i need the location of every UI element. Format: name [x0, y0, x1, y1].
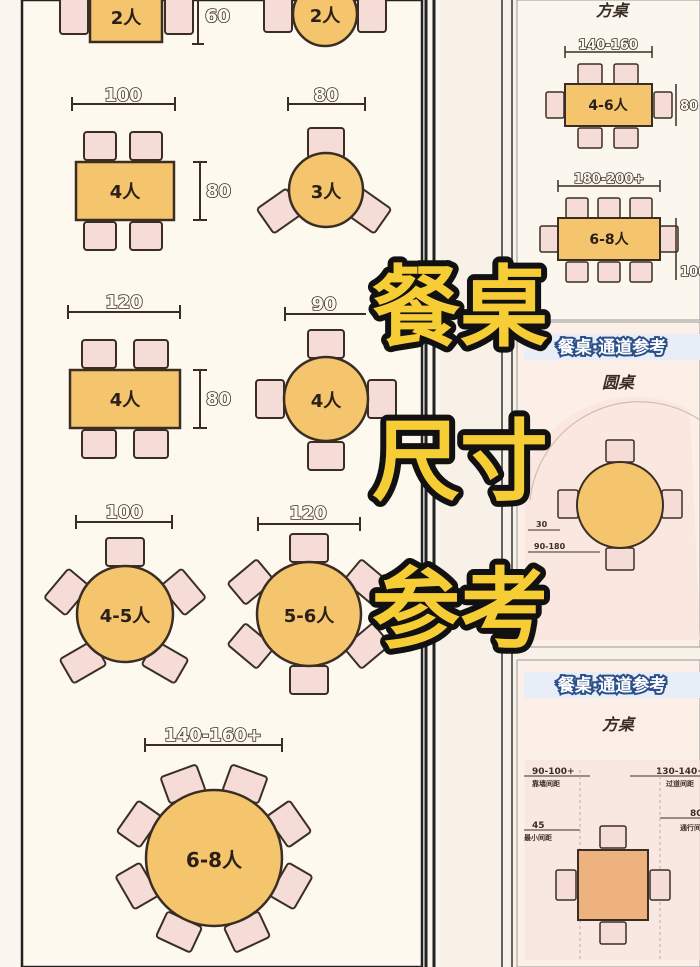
dim-100-square: 100: [675, 218, 700, 281]
svg-text:过道间距: 过道间距: [666, 779, 694, 788]
rect-table-2-person: 2人: [59, 0, 194, 44]
square-plan-dims: 90-100+ 靠墙间距 130-140+ 过道间距 45 最小间距 80 通行…: [524, 767, 700, 960]
svg-text:130-140+: 130-140+: [656, 767, 700, 777]
overlay-title-line2: 尺寸: [372, 410, 548, 513]
overlay-title: 餐桌 尺寸 参考: [366, 250, 554, 667]
square-table-4-6-person: 4-6人: [545, 63, 673, 149]
dim-100: 100: [71, 84, 176, 111]
dim-80-a: 80: [193, 161, 232, 221]
round-table-6-8-person: 6-8人: [115, 764, 313, 953]
svg-text:80: 80: [206, 389, 231, 410]
banner-passage-reference-2: 餐桌·通道参考: [558, 675, 666, 696]
dim-140-160: 140-160+: [144, 724, 283, 752]
round-title: 圆桌: [602, 373, 636, 392]
svg-text:80: 80: [680, 99, 698, 114]
svg-text:80: 80: [313, 85, 338, 106]
svg-text:80: 80: [206, 181, 231, 202]
svg-text:140-160+: 140-160+: [164, 725, 262, 746]
dim-80-round: 80: [287, 84, 366, 111]
dim-120: 120: [67, 291, 181, 319]
svg-text:60: 60: [205, 6, 230, 27]
svg-text:100: 100: [680, 265, 700, 280]
svg-text:4-6人: 4-6人: [588, 97, 628, 114]
overlay-title-line1: 餐桌: [372, 256, 548, 359]
svg-text:靠墙间距: 靠墙间距: [532, 779, 560, 788]
rect-2-label: 2人: [111, 8, 143, 29]
svg-text:4人: 4人: [110, 390, 142, 411]
svg-text:30: 30: [536, 520, 548, 529]
square-plan-table: [555, 825, 671, 945]
round-table-3-person: 3人: [256, 127, 392, 234]
dim-120-round: 120: [257, 502, 361, 531]
round-table-4-5-person: 4-5人: [44, 537, 206, 684]
svg-text:最小间距: 最小间距: [524, 833, 552, 842]
svg-text:4-5人: 4-5人: [100, 606, 152, 627]
round-plan-table: [557, 439, 683, 571]
overlay-title-line3: 参考: [372, 558, 548, 661]
dim-80-square: 80: [675, 84, 699, 126]
dim-140-160-square: 140-160: [564, 37, 653, 58]
dim-90: 90: [284, 293, 366, 321]
svg-text:90-180: 90-180: [534, 542, 566, 551]
svg-text:5-6人: 5-6人: [284, 606, 336, 627]
dim-60: 60: [192, 0, 231, 45]
svg-text:90-100+: 90-100+: [532, 767, 575, 777]
rect-table-4-person-100: 4人: [74, 131, 176, 251]
square-table-6-8-person: 6-8人: [539, 197, 679, 283]
svg-text:4人: 4人: [311, 391, 343, 412]
svg-text:6-8人: 6-8人: [186, 848, 243, 872]
round-plan-dims: 30 90-180: [528, 520, 600, 553]
svg-text:2人: 2人: [310, 6, 342, 27]
svg-text:100: 100: [104, 85, 142, 106]
svg-text:140-160: 140-160: [578, 38, 638, 53]
dim-80-b: 80: [193, 369, 232, 429]
svg-text:100: 100: [105, 502, 143, 523]
square-title: 方桌: [596, 1, 630, 20]
rect-table-4-person-120: 4人: [68, 339, 182, 459]
svg-text:6-8人: 6-8人: [589, 231, 629, 248]
round-table-4-person: 4人: [255, 329, 397, 471]
round-table-5-6-person: 5-6人: [227, 533, 391, 695]
square2-title: 方桌: [602, 715, 636, 734]
svg-text:通行间距: 通行间距: [680, 823, 700, 832]
svg-text:80: 80: [690, 809, 700, 819]
svg-text:45: 45: [532, 821, 545, 831]
dim-100-round: 100: [75, 501, 173, 529]
svg-text:120: 120: [105, 292, 143, 313]
round-table-2-person: 2人: [263, 0, 387, 48]
svg-text:4人: 4人: [110, 182, 142, 203]
banner-passage-reference-1: 餐桌·通道参考: [558, 337, 666, 358]
dim-180-200: 180-200+: [557, 171, 661, 192]
svg-text:3人: 3人: [311, 182, 343, 203]
svg-text:90: 90: [311, 294, 336, 315]
svg-text:120: 120: [289, 503, 327, 524]
svg-text:180-200+: 180-200+: [574, 172, 645, 187]
